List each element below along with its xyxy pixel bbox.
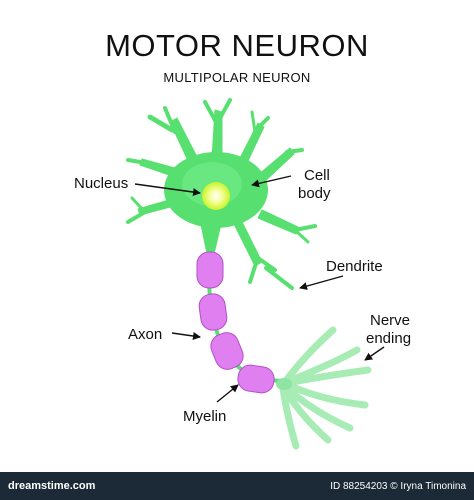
label-cell-body-line1: Cell [304,167,330,184]
label-nerve-ending-line1: Nerve [370,312,411,329]
axon-hillock [200,222,222,256]
footer-brand: dreamstime.com [8,480,96,492]
dendrite-arrow [299,275,344,290]
label-arrows [134,175,385,403]
myelin-arrow [216,384,239,403]
footer-credit: ID 88254203 © Iryna Timonina [330,481,466,492]
label-nucleus: Nucleus [74,175,129,192]
label-axon: Axon [128,326,163,343]
myelin-sheath [196,251,275,394]
label-cell-body: Cell body [298,167,331,203]
nerve-ending-arrow [364,346,385,361]
nucleus-arrow [134,183,201,197]
label-nerve-ending-line2: ending [366,330,412,347]
dendrites [126,98,317,290]
cell-body-arrow [251,175,292,188]
label-nerve-ending: Nerve ending [366,312,411,348]
label-dendrite: Dendrite [326,258,383,275]
diagram-subtitle: MULTIPOLAR NEURON [163,70,311,85]
footer-bar: dreamstime.com ID 88254203 © Iryna Timon… [0,472,474,500]
nucleus [202,182,230,210]
axon-arrow [171,332,201,340]
label-myelin: Myelin [183,408,227,425]
diagram-title: MOTOR NEURON [105,28,369,63]
nerve-endings [279,326,372,450]
label-cell-body-line2: body [298,185,331,202]
